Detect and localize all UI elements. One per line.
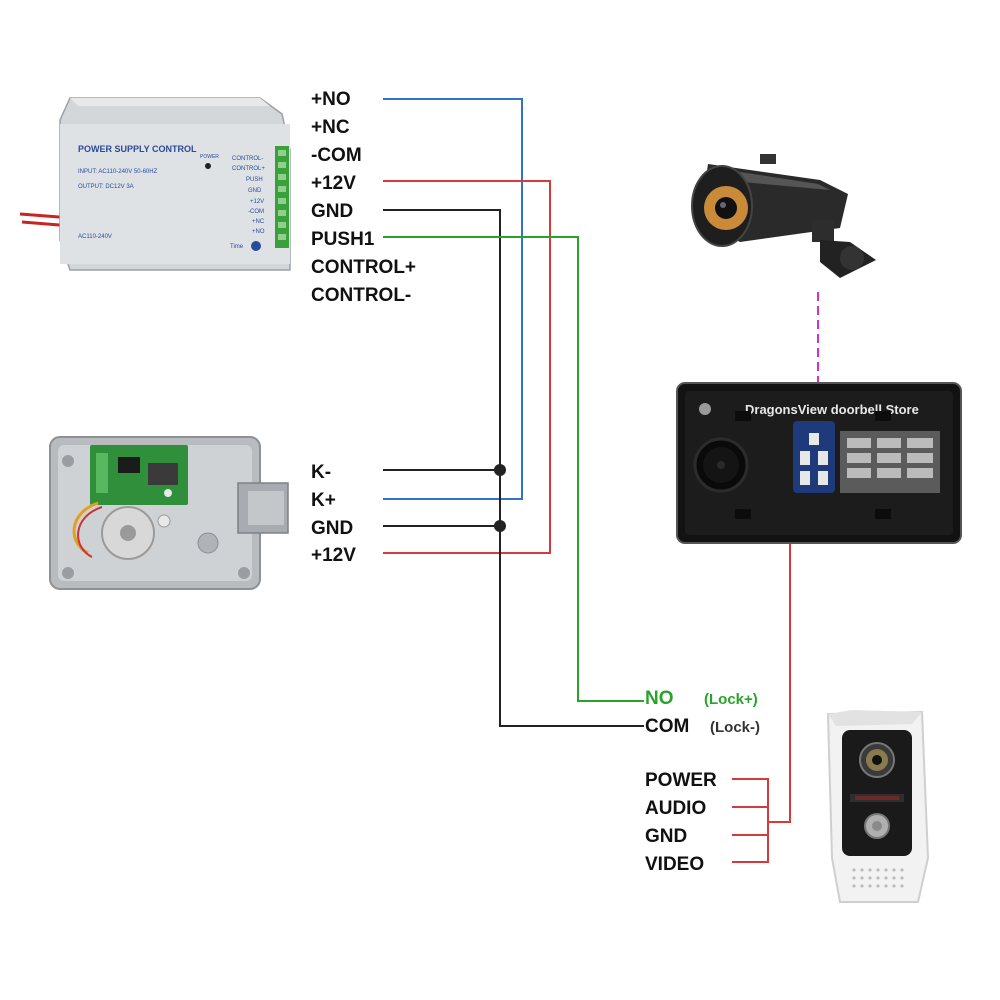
psu-terminal-label-6: +NC bbox=[252, 219, 265, 225]
psu-pin-12v: +12V bbox=[311, 173, 356, 194]
psu-terminal-label-5: -COM bbox=[248, 209, 264, 215]
wire-blue-no-to-kplus bbox=[383, 98, 523, 500]
monitor-com-note: (Lock-) bbox=[710, 719, 760, 736]
power-supply-image: POWER SUPPLY CONTROL INPUT: AC110-240V 5… bbox=[20, 97, 291, 271]
indoor-monitor-image: DragonsView doorbell Store bbox=[676, 382, 962, 544]
electric-lock-image bbox=[49, 436, 289, 590]
psu-terminal-label-1: CONTROL+ bbox=[232, 166, 265, 172]
junction-dot-k-minus bbox=[494, 464, 506, 476]
doorbell-pin-power: POWER bbox=[645, 770, 717, 791]
lock-pin-12v: +12V bbox=[311, 545, 356, 566]
junction-dot-gnd bbox=[494, 520, 506, 532]
doorbell-pin-audio: AUDIO bbox=[645, 798, 707, 819]
wire-green-push-to-no bbox=[383, 236, 644, 702]
psu-pin-no: +NO bbox=[311, 89, 351, 110]
door-station-image bbox=[826, 710, 930, 903]
wire-red-to-monitor bbox=[768, 515, 810, 823]
psu-pin-control-minus: CONTROL- bbox=[311, 285, 412, 306]
psu-pin-nc: +NC bbox=[311, 117, 350, 138]
psu-terminal-label-0: CONTROL- bbox=[232, 156, 263, 162]
bracket-power bbox=[732, 778, 769, 863]
psu-terminal-label-3: GND bbox=[248, 188, 262, 194]
psu-output-text: OUTPUT: DC12V 3A bbox=[78, 184, 134, 190]
monitor-com-label: COM bbox=[645, 716, 690, 737]
psu-title: POWER SUPPLY CONTROL bbox=[78, 144, 197, 154]
psu-time-label: Time bbox=[230, 244, 244, 250]
monitor-no-note: (Lock+) bbox=[704, 691, 758, 708]
wire-black-to-com bbox=[499, 470, 644, 727]
psu-terminal-label-4: +12V bbox=[250, 199, 264, 205]
doorbell-pin-gnd: GND bbox=[645, 826, 688, 847]
psu-input-text: INPUT: AC110-240V 50-60HZ bbox=[78, 169, 158, 175]
monitor-no-label: NO bbox=[645, 688, 674, 709]
lock-pin-k-minus: K- bbox=[311, 462, 332, 483]
psu-ac-text: AC110-240V bbox=[78, 234, 112, 240]
psu-pin-gnd: GND bbox=[311, 201, 354, 222]
psu-power-led-label: POWER bbox=[200, 154, 219, 160]
lock-pin-k-plus: K+ bbox=[311, 490, 336, 511]
lock-pin-gnd: GND bbox=[311, 518, 354, 539]
monitor-store-label: DragonsView doorbell Store bbox=[745, 402, 919, 417]
psu-pin-push1: PUSH1 bbox=[311, 229, 375, 250]
psu-terminal-label-2: PUSH bbox=[246, 177, 263, 183]
psu-pin-com: -COM bbox=[311, 145, 362, 166]
doorbell-pin-video: VIDEO bbox=[645, 854, 705, 875]
wire-black-gnd-to-kminus bbox=[383, 209, 501, 471]
psu-pin-control-plus: CONTROL+ bbox=[311, 257, 417, 278]
psu-terminal-label-7: +NO bbox=[252, 229, 265, 235]
security-camera-image bbox=[691, 154, 876, 278]
wire-red-12v-to-12v bbox=[383, 180, 551, 554]
